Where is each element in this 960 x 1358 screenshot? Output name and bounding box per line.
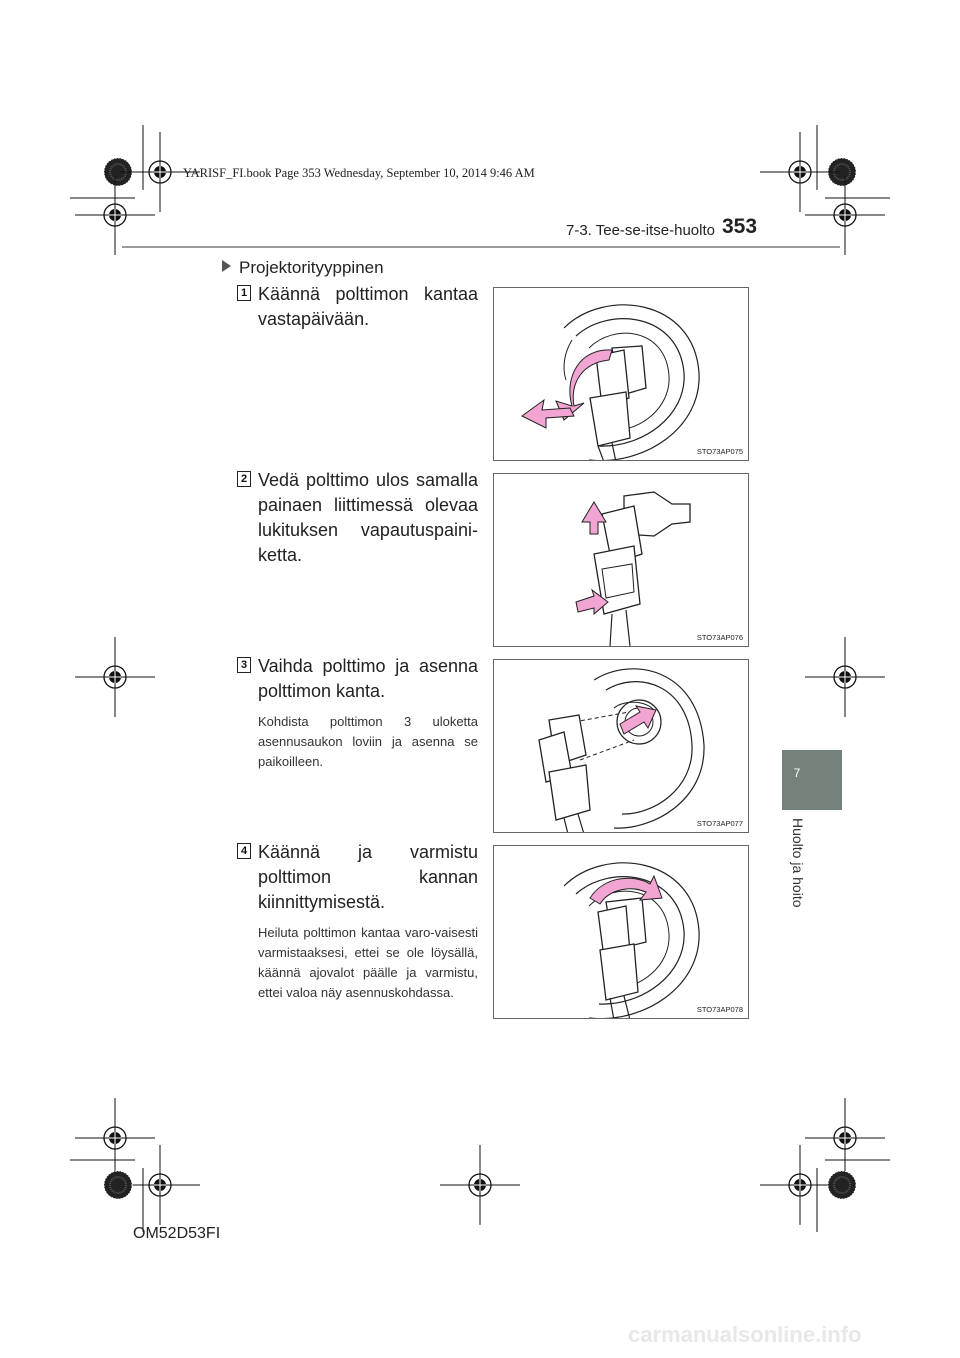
document-code: OM52D53FI — [133, 1225, 221, 1242]
step-figure: STO73AP077 — [493, 659, 749, 833]
subheading: Projektorityyppinen — [222, 258, 384, 278]
step-text: Käännä polttimon kantaa vastapäivään. — [258, 284, 478, 329]
chapter-number: 7 — [793, 766, 801, 780]
bulb-install-illustration — [538, 668, 705, 832]
chapter-name-label: Huolto ja hoito — [790, 818, 806, 908]
book-info: YARISF_FI.book Page 353 Wednesday, Septe… — [183, 166, 535, 180]
step-item: Vedä polttimo ulos samalla painaen liitt… — [258, 468, 478, 568]
crosshair-target-icon — [439, 1144, 521, 1226]
step-item: Käännä ja varmistu polttimon kannan kiin… — [258, 840, 478, 1003]
chapter-name: Huolto ja hoito — [790, 818, 810, 938]
triangle-bullet-icon — [222, 260, 231, 272]
step-number-badge: 2 — [237, 471, 251, 487]
bulb-lock-illustration — [563, 862, 700, 1018]
step-number-badge: 3 — [237, 657, 251, 673]
header-rule — [122, 246, 840, 248]
step-figure: STO73AP078 — [493, 845, 749, 1019]
crosshair-target-icon — [804, 636, 886, 718]
step-text: Vaihda polttimo ja asenna polttimon kant… — [258, 656, 478, 701]
starburst-target-icon — [103, 1170, 133, 1200]
crosshair-target-icon — [74, 1097, 156, 1179]
bulb-socket-illustration — [521, 304, 700, 460]
step-text: Vedä polttimo ulos samalla painaen liitt… — [258, 470, 478, 565]
subheading-text: Projektorityyppinen — [239, 258, 384, 277]
step-number-badge: 4 — [237, 843, 251, 859]
step-figure: STO73AP076 — [493, 473, 749, 647]
step-note: Kohdista polttimon 3 uloketta asennusauk… — [258, 714, 478, 769]
step-item: Käännä polttimon kantaa vastapäivään. — [258, 282, 478, 332]
starburst-target-icon — [827, 1170, 857, 1200]
watermark: carmanualsonline.info — [628, 1322, 862, 1348]
step-number-badge: 1 — [237, 285, 251, 301]
step-text: Käännä ja varmistu polttimon kannan kiin… — [258, 842, 478, 912]
chapter-tab: 7 — [782, 750, 842, 810]
figure-code: STO73AP078 — [696, 1005, 743, 1014]
watermark-text: carmanualsonline.info — [628, 1322, 862, 1347]
figure-code: STO73AP076 — [696, 633, 743, 642]
step-figure: STO73AP075 — [493, 287, 749, 461]
figure-code: STO73AP075 — [696, 447, 743, 456]
crosshair-target-icon — [759, 131, 841, 213]
bulb-release-illustration — [575, 491, 691, 646]
figure-code: STO73AP077 — [696, 819, 743, 828]
page-number: 353 — [722, 215, 758, 238]
step-item: Vaihda polttimo ja asenna polttimon kant… — [258, 654, 478, 772]
crosshair-target-icon — [804, 1097, 886, 1179]
section-title: 7-3. Tee-se-itse-huolto — [566, 222, 715, 239]
step-note: Heiluta polttimon kantaa varo-vaisesti v… — [258, 925, 478, 1000]
crosshair-target-icon — [74, 636, 156, 718]
